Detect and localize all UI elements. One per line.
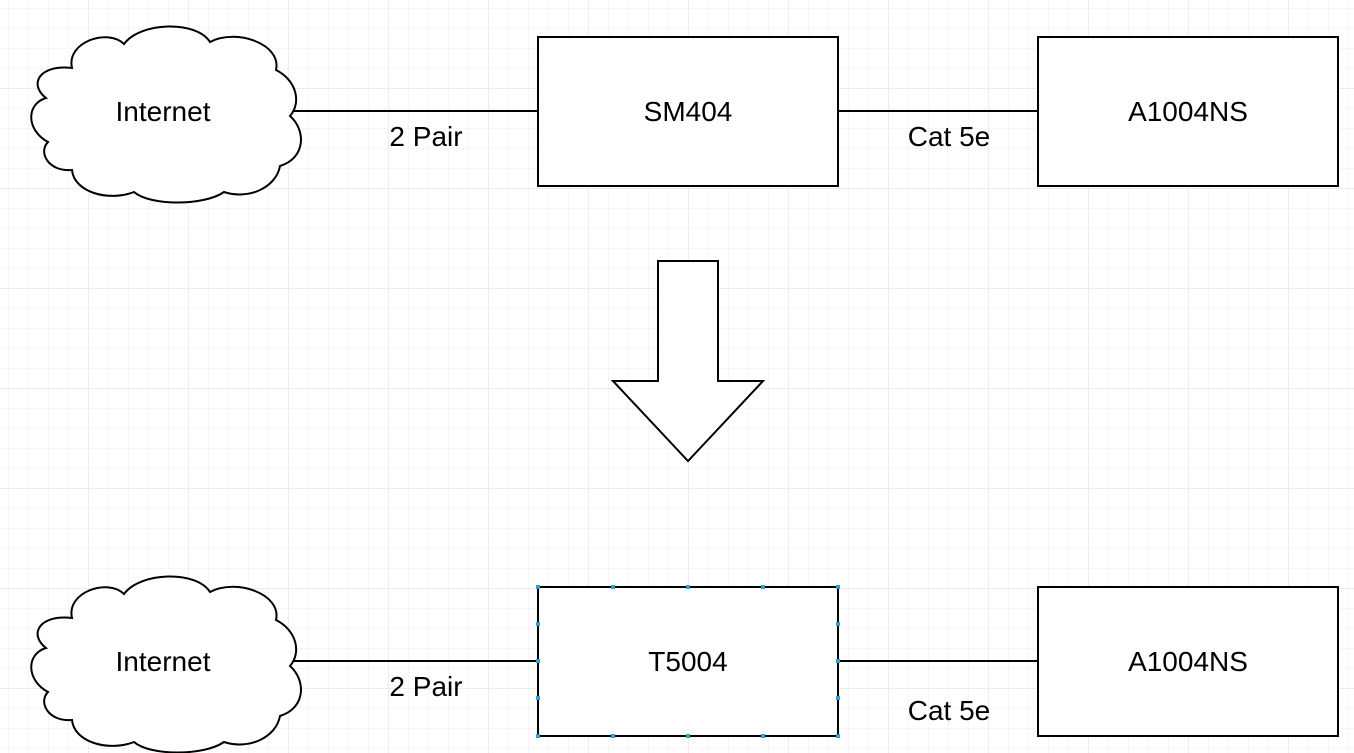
bottom-link2-label: Cat 5e (908, 695, 991, 726)
handle-top-left[interactable] (536, 585, 540, 589)
handle-bottom-1[interactable] (611, 734, 615, 738)
bottom-device-label: T5004 (648, 646, 727, 677)
handle-bottom-right[interactable] (836, 734, 840, 738)
bottom-endpoint-box[interactable] (1037, 586, 1339, 737)
down-arrow-icon[interactable] (610, 260, 766, 463)
top-internet-label: Internet (116, 96, 211, 127)
bottom-row: Internet T5004 A1004NS 2 Pair Cat 5e (30, 575, 1339, 753)
handle-top-2[interactable] (686, 585, 690, 589)
top-device-box[interactable] (537, 36, 839, 187)
bottom-internet-cloud[interactable] (30, 575, 302, 753)
top-endpoint-label: A1004NS (1128, 96, 1248, 127)
top-link2-label: Cat 5e (908, 121, 991, 152)
handle-right-2[interactable] (836, 659, 840, 663)
handle-top-1[interactable] (611, 585, 615, 589)
top-device-label: SM404 (644, 96, 733, 127)
bottom-internet-label: Internet (116, 646, 211, 677)
handle-right-3[interactable] (836, 696, 840, 700)
handle-left-3[interactable] (536, 696, 540, 700)
bottom-endpoint-label: A1004NS (1128, 646, 1248, 677)
handle-bottom-3[interactable] (761, 734, 765, 738)
handle-left-2[interactable] (536, 659, 540, 663)
handle-bottom-left[interactable] (536, 734, 540, 738)
selection-handles[interactable] (536, 585, 840, 738)
top-row: Internet SM404 A1004NS 2 Pair Cat 5e (30, 25, 1339, 204)
top-endpoint-box[interactable] (1037, 36, 1339, 187)
top-internet-cloud[interactable] (30, 25, 302, 204)
bottom-link1-label: 2 Pair (389, 671, 462, 702)
handle-top-right[interactable] (836, 585, 840, 589)
top-link1-label: 2 Pair (389, 121, 462, 152)
handle-right-1[interactable] (836, 622, 840, 626)
handle-bottom-2[interactable] (686, 734, 690, 738)
handle-top-3[interactable] (761, 585, 765, 589)
handle-left-1[interactable] (536, 622, 540, 626)
